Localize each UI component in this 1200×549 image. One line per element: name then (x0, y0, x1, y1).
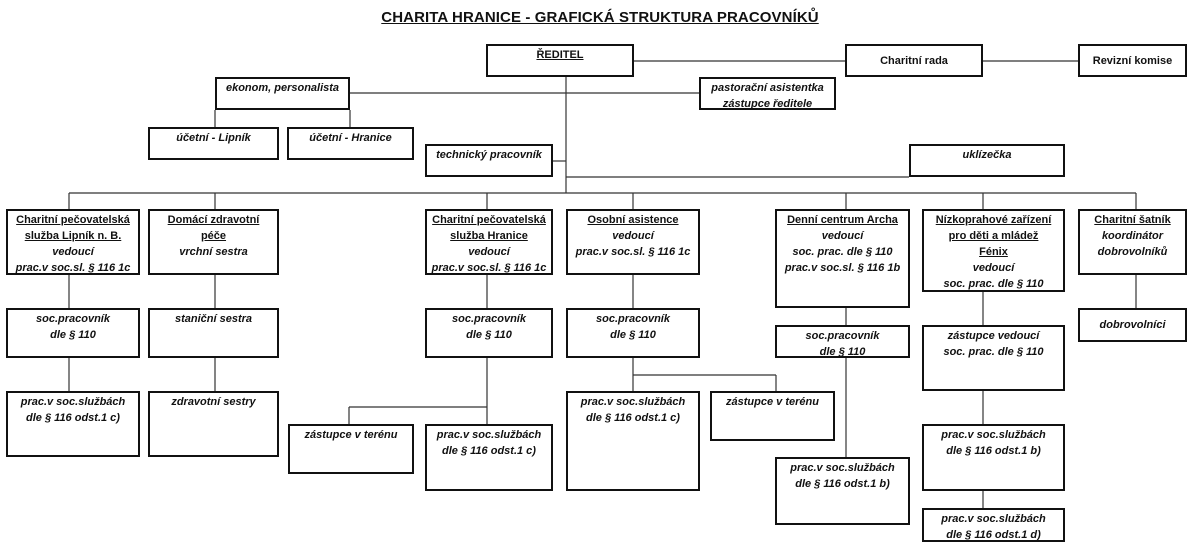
org-node-tech: technický pracovník (425, 144, 553, 177)
node-role-text: soc.pracovník (596, 313, 670, 325)
node-role-text: prac.v soc.sl. § 116 1c (431, 262, 547, 274)
chart-title: CHARITA HRANICE - GRAFICKÁ STRUKTURA PRA… (381, 9, 819, 26)
node-role-text: dle § 110 (610, 329, 656, 341)
node-heading: Osobní asistence (587, 214, 679, 226)
node-role-text: dle § 116 odst.1 c) (26, 412, 120, 424)
node-role-text: zdravotní sestry (171, 396, 256, 408)
org-node-niz-prac2: prac.v soc.službách dle § 116 odst.1 d) (922, 508, 1065, 542)
node-role-text: prac.v soc.službách (790, 462, 895, 474)
node-role-text: vedoucí (52, 246, 94, 258)
node-role-text: ekonom, personalista (225, 82, 340, 94)
node-role-text: zástupce v terénu (726, 396, 819, 408)
org-node-reditel: ŘEDITEL (486, 44, 634, 77)
node-role-text: dle § 110 (819, 346, 866, 358)
org-node-stanic: staniční sestra (148, 308, 279, 358)
org-node-os-zast: zástupce v terénu (710, 391, 835, 441)
node-role-text: soc. prac. dle § 110 (792, 246, 893, 258)
node-role-text: staniční sestra (174, 313, 253, 325)
org-node-ucetni-l: účetní - Lipník (148, 127, 279, 160)
org-node-niz-zast: zástupce vedoucí soc. prac. dle § 110 (922, 325, 1065, 391)
org-node-chps: Charitní pečovatelská služba Hranice vedou… (425, 209, 553, 275)
node-role-text: prac.v soc.sl. § 116 1b (784, 262, 901, 274)
node-role-text: dle § 110 (50, 329, 96, 341)
node-role-text: dle § 110 (466, 329, 512, 341)
node-role-text: zástupce ředitele (722, 98, 813, 110)
node-role-text: dle § 116 odst.1 c) (586, 412, 680, 424)
node-role-text: technický pracovník (436, 149, 542, 161)
node-role-text: prac.v soc.službách (941, 429, 1046, 441)
org-node-osobni: Osobní asistence vedoucí prac.v soc.sl. § … (566, 209, 700, 275)
org-node-lip-prac: prac.v soc.službách dle § 116 odst.1 c) (6, 391, 140, 457)
node-role-text: vedoucí (468, 246, 510, 258)
node-role-text: vrchní sestra (179, 246, 248, 258)
node-heading: služba Lipník n. B. (24, 230, 122, 242)
node-role-text: soc.pracovník (805, 330, 880, 342)
node-heading: Charitní pečovatelská (432, 214, 546, 226)
node-heading: služba Hranice (450, 230, 528, 242)
node-role-text: prac.v soc.službách (580, 396, 686, 408)
org-node-lipnik: Charitní pečovatelská služba Lipník n. B.… (6, 209, 140, 275)
node-role-text: dle § 116 odst.1 d) (946, 529, 1041, 541)
org-node-os-soc: soc.pracovník dle § 110 (566, 308, 700, 358)
node-role-text: soc. prac. dle § 110 (943, 346, 1044, 358)
node-role-text: prac.v soc.sl. § 116 1c (15, 262, 131, 274)
node-role-text: Revizní komise (1092, 54, 1173, 67)
node-role-text: uklízečka (962, 149, 1012, 161)
node-role-text: prac.v soc.sl. § 116 1c (575, 246, 691, 258)
org-node-os-prac: prac.v soc.službách dle § 116 odst.1 c) (566, 391, 700, 491)
org-node-den-soc: soc.pracovník dle § 110 (775, 325, 910, 358)
org-node-revize: Revizní komise (1078, 44, 1187, 77)
node-role-text: zástupce vedoucí (947, 330, 1040, 342)
org-node-chps-soc: soc.pracovník dle § 110 (425, 308, 553, 358)
node-heading: Fénix (979, 246, 1008, 258)
org-node-satnik: Charitní šatník koordinátor dobrovolníků (1078, 209, 1187, 275)
org-node-niz-prac1: prac.v soc.službách dle § 116 odst.1 b) (922, 424, 1065, 491)
node-role-text: soc.pracovník (452, 313, 526, 325)
org-node-rada: Charitní rada (845, 44, 983, 77)
node-role-text: účetní - Lipník (176, 132, 251, 144)
node-role-text: účetní - Hranice (309, 132, 392, 144)
node-role-text: koordinátor (1101, 230, 1164, 242)
node-role-text: soc.pracovník (36, 313, 110, 325)
org-node-pastor: pastorační asistentka zástupce ředitele (699, 77, 836, 110)
node-role-text: vedoucí (972, 262, 1015, 274)
node-role-text: soc. prac. dle § 110 (943, 278, 1044, 290)
org-node-domaci: Domácí zdravotní péče vrchní sestra (148, 209, 279, 275)
org-node-lip-soc: soc.pracovník dle § 110 (6, 308, 140, 358)
node-role-text: prac.v soc.službách (941, 513, 1046, 525)
node-heading: ŘEDITEL (536, 49, 584, 61)
node-heading: Charitní šatník (1094, 214, 1171, 226)
node-role-text: dle § 116 odst.1 c) (442, 445, 536, 457)
org-node-chps-prac: prac.v soc.službách dle § 116 odst.1 c) (425, 424, 553, 491)
org-node-dobro: dobrovolníci (1078, 308, 1187, 342)
node-role-text: zástupce v terénu (304, 429, 398, 441)
org-node-ucetni-h: účetní - Hranice (287, 127, 414, 160)
node-role-text: vedoucí (612, 230, 654, 242)
node-role-text: vedoucí (821, 230, 864, 242)
node-heading: Domácí zdravotní (167, 214, 260, 226)
node-heading: péče (200, 230, 227, 242)
org-node-denni: Denní centrum Archa vedoucí soc. prac. dle… (775, 209, 910, 308)
node-role-text: dobrovolníků (1097, 246, 1168, 258)
node-heading: Nízkoprahové zařízení (935, 214, 1052, 226)
node-heading: Charitní pečovatelská (16, 214, 130, 226)
node-role-text: prac.v soc.službách (436, 429, 542, 441)
node-role-text: dobrovolníci (1099, 319, 1166, 331)
org-node-den-prac: prac.v soc.službách dle § 116 odst.1 b) (775, 457, 910, 525)
node-heading: Denní centrum Archa (787, 214, 898, 226)
node-role-text: dle § 116 odst.1 b) (946, 445, 1041, 457)
node-role-text: dle § 116 odst.1 b) (795, 478, 890, 490)
node-heading: pro děti a mládež (948, 230, 1039, 242)
org-node-ukl: uklízečka (909, 144, 1065, 177)
node-role-text: pastorační asistentka (711, 82, 824, 94)
org-node-ekonom: ekonom, personalista (215, 77, 350, 110)
org-node-chps-zast: zástupce v terénu (288, 424, 414, 474)
node-role-text: Charitní rada (880, 54, 948, 67)
node-role-text: prac.v soc.službách (20, 396, 126, 408)
org-node-zdrav: zdravotní sestry (148, 391, 279, 457)
